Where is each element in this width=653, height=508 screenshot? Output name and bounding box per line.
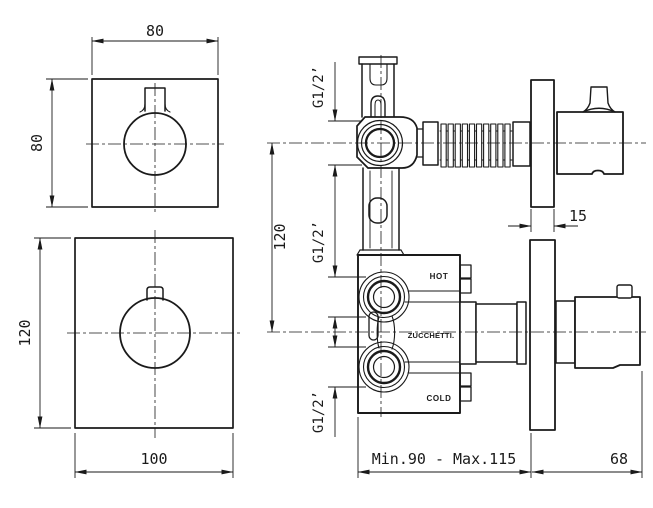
dim-plate-large-height: 120 <box>16 237 71 429</box>
hose-end-fitting <box>512 121 531 167</box>
dim-thread-top-port: G1/2’ <box>311 62 362 166</box>
thermostat-body: HOT ZUCCHETTI. COLD <box>357 254 527 414</box>
elbow-plate-edge <box>530 79 555 208</box>
stem-flare <box>139 103 171 113</box>
waterway-lines <box>404 290 461 374</box>
bridge-outer <box>370 95 386 118</box>
dim-plate-thickness: 15 <box>508 207 587 232</box>
thread-label: G1/2’ <box>311 66 327 108</box>
pipe-bore <box>369 63 388 86</box>
hot-side-boss <box>459 264 472 294</box>
dim-plate-large-width: 100 <box>74 433 234 478</box>
dim-label: 80 <box>146 22 164 40</box>
cold-inlet-port <box>358 341 410 393</box>
handle-knob <box>119 297 191 369</box>
dim-label: 100 <box>140 450 167 468</box>
hose-ribs <box>440 123 511 168</box>
cold-label: COLD <box>426 394 451 403</box>
trim-plate-edge <box>529 239 556 431</box>
dim-thread-cold-port: G1/2’ <box>311 316 366 437</box>
wall-elbow-side-view <box>530 79 624 208</box>
handle-knob <box>123 112 187 176</box>
dim-installation-depth: Min.90 - Max.115 <box>357 417 532 478</box>
dim-plate-small-width: 80 <box>91 22 219 75</box>
dim-label: 68 <box>610 450 628 468</box>
plate-outline <box>91 78 219 208</box>
diverter-stem <box>582 86 616 113</box>
brand-label: ZUCCHETTI. <box>408 331 455 340</box>
dim-label: 120 <box>16 319 34 346</box>
face-plate-small-view: 80 80 <box>28 22 224 215</box>
outlet-port-block <box>356 116 418 169</box>
mounting-slot <box>368 197 388 224</box>
handle-side-view <box>529 239 641 431</box>
riser-pipe <box>356 167 405 256</box>
outlet-pipe <box>358 56 398 118</box>
face-plate-large-view: 120 100 <box>16 230 243 478</box>
flexible-hose <box>416 121 531 168</box>
hose-nut <box>422 121 439 166</box>
dim-label: 80 <box>28 134 46 152</box>
cartridge-sleeve <box>459 301 527 365</box>
center-slot <box>368 311 379 341</box>
dim-thread-hot-port: G1/2’ <box>311 164 366 318</box>
handle-button <box>616 284 633 299</box>
dim-plate-small-height: 80 <box>28 78 88 208</box>
handle-stem <box>144 87 166 112</box>
dim-label: Min.90 - Max.115 <box>372 450 517 468</box>
bridge-inner <box>374 99 382 118</box>
dim-center-distance: 120 <box>269 142 289 333</box>
dim-handle-projection: 68 <box>531 371 643 478</box>
elbow-body <box>556 111 624 175</box>
hot-inlet-port <box>358 271 410 323</box>
hot-label: HOT <box>430 272 449 281</box>
cold-side-boss <box>459 372 472 402</box>
dim-label: 120 <box>271 223 289 250</box>
mixer-body-view: HOT ZUCCHETTI. COLD <box>356 56 531 414</box>
dim-label: 15 <box>569 207 587 225</box>
handle-body <box>574 296 641 369</box>
plate-outline <box>74 237 234 429</box>
thread-label: G1/2’ <box>311 391 327 433</box>
handle-stem <box>146 286 164 301</box>
thread-label: G1/2’ <box>311 221 327 263</box>
